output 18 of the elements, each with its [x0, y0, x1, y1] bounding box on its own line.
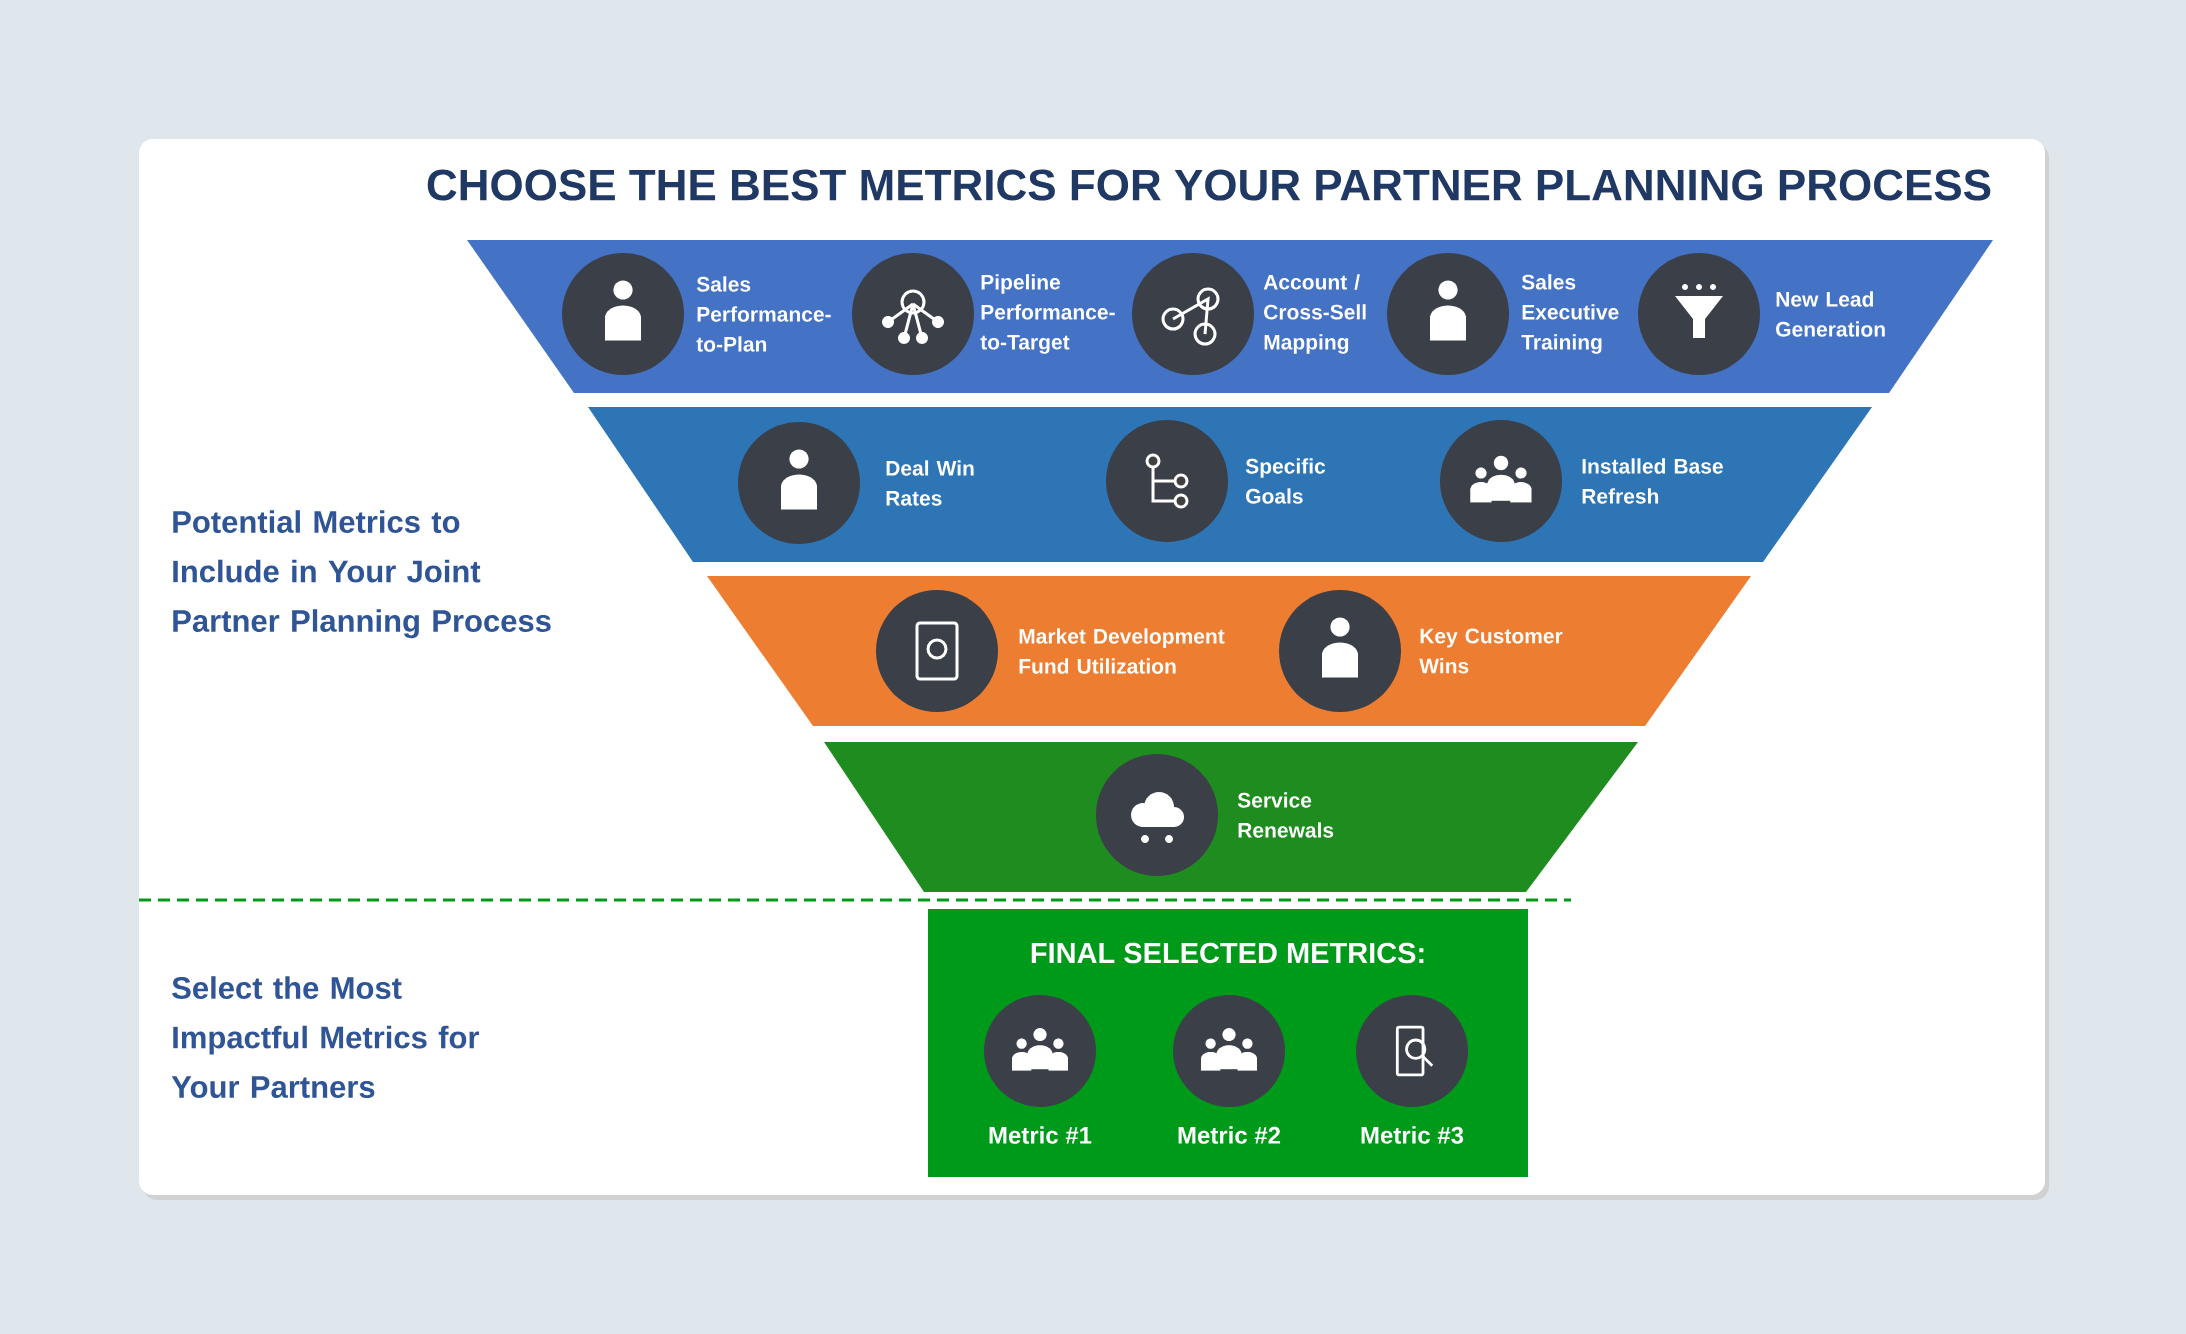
metric-label: Key Customer Wins	[1419, 628, 1563, 674]
metric-label: Pipeline Performance-to-Target	[980, 274, 1115, 354]
metric-label: Metric #1	[989, 1126, 1092, 1144]
metric-label: Market Development Fund Utilization	[1019, 628, 1225, 674]
metric-label: Service Renewals	[1237, 792, 1334, 838]
metric-label: Deal Win Rates	[886, 460, 974, 506]
title: CHOOSE THE BEST METRICS FOR YOUR PARTNER PLANNING PROCESS	[427, 169, 1991, 201]
metric-label: Specific Goals	[1245, 458, 1326, 504]
side-heading: Select the Most Impactful Metrics for Your Partners	[171, 976, 480, 1098]
metric-label: Sales Executive Training	[1521, 274, 1619, 354]
metric-label: New Lead Generation	[1776, 291, 1885, 337]
metric-label: Account / Cross-Sell Mapping	[1263, 274, 1366, 354]
metric-label: Sales Performance-to-Plan	[696, 276, 831, 352]
panel-heading: FINAL SELECTED METRICS:	[1031, 942, 1424, 964]
side-heading: Potential Metrics to Include in Your Joint Partner Planning Process	[173, 510, 551, 639]
metric-label: Installed Base Refresh	[1582, 458, 1723, 504]
metric-label: Metric #3	[1361, 1126, 1464, 1144]
metric-label: Metric #2	[1178, 1126, 1281, 1144]
